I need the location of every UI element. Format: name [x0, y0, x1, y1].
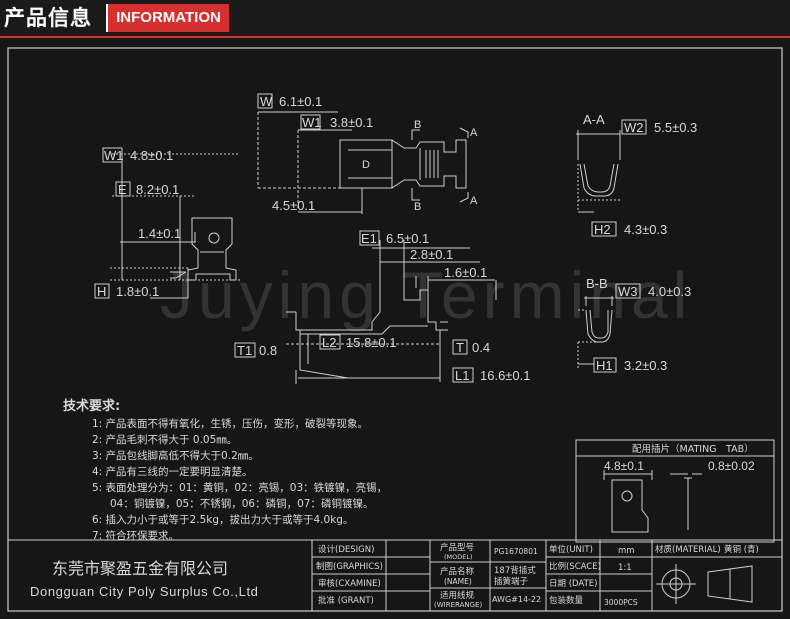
dim-e-left-letter: E [118, 182, 127, 197]
section-aa [576, 130, 621, 213]
tech-item-3: 3: 产品包线脚高低不得大于0.2㎜。 [92, 449, 259, 462]
dim-h-left-letter: H [97, 284, 106, 299]
dim-2-8: 2.8±0.1 [410, 247, 453, 262]
mating-tab-title: 配用插片（MATING TAB） [632, 443, 754, 455]
dim-l2-letter: L2 [322, 335, 336, 350]
mating-tab-thickness: 0.8±0.02 [708, 459, 755, 473]
tb-examine: 审核(CXAMINE) [318, 578, 381, 589]
page-title-cn: 产品信息 [4, 6, 92, 30]
section-aa-label: A-A [583, 112, 605, 127]
dim-w3: 4.0±0.3 [648, 284, 691, 299]
tb-grant: 批准 (GRANT) [318, 595, 374, 606]
section-bb [577, 296, 614, 368]
page-title-en: INFORMATION [106, 4, 229, 32]
header-rule [0, 36, 790, 38]
dim-t1: 0.8 [259, 343, 277, 358]
tb-wire-en: (WIRERANGE) [434, 601, 482, 609]
tech-item-2: 2: 产品毛刺不得大于 0.05㎜。 [92, 433, 237, 446]
label-a-top: A [470, 127, 478, 139]
tb-wire-cn: 适用线规 [440, 590, 475, 601]
tb-scale-label: 比例(SCACE) [549, 561, 601, 572]
dim-l1-letter: L1 [455, 368, 469, 383]
dim-l1: 16.6±0.1 [480, 368, 531, 383]
tb-material-label: 材质(MATERIAL) [655, 544, 721, 555]
dim-h1-letter: H1 [596, 358, 613, 373]
company-name-en: Dongguan City Poly Surplus Co.,Ltd [30, 584, 259, 599]
tb-name-cn: 产品名称 [440, 566, 475, 577]
side-view [286, 240, 497, 384]
tech-item-7: 7: 符合环保要求。 [92, 529, 179, 542]
top-view [257, 111, 469, 214]
section-bb-label: B-B [586, 276, 608, 291]
dim-h2-letter: H2 [594, 222, 611, 237]
dim-t1-letter: T1 [237, 343, 252, 358]
dim-h1: 3.2±0.3 [624, 358, 667, 373]
dim-4-5: 4.5±0.1 [272, 198, 315, 213]
dim-e1: 6.5±0.1 [386, 231, 429, 246]
tb-graphics: 制图(GRAPHICS) [316, 561, 383, 572]
label-b-top: B [414, 119, 421, 131]
tb-scale-value: 1:1 [618, 563, 632, 573]
dim-l2: 15.8±0.1 [346, 335, 397, 350]
dim-w1-left-letter: W1 [104, 148, 124, 163]
dim-w1-inner: 3.8±0.1 [330, 115, 373, 130]
label-a-bottom: A [470, 195, 478, 207]
dim-w-top: 6.1±0.1 [279, 94, 322, 109]
tb-unit-value: mm [618, 546, 635, 556]
dim-w-letter: W [260, 94, 273, 109]
tb-pack-value: 3000PCS [604, 598, 638, 607]
dim-1-6: 1.6±0.1 [444, 265, 487, 280]
tech-item-4: 4: 产品有三线的一定要明显清楚。 [92, 465, 253, 478]
watermark-text: Juying Terminal [160, 258, 692, 332]
dim-e1-letter: E1 [361, 231, 377, 246]
dim-w2-letter: W2 [624, 120, 644, 135]
tb-name-en: (NAME) [444, 577, 472, 586]
label-d: D [362, 159, 370, 171]
tb-date-label: 日期 (DATE) [549, 579, 597, 589]
dim-w1-inner-letter: W1 [302, 115, 322, 130]
tech-item-5: 5: 表面处理分为：01：黄铜，02：亮锡，03：铁镀镍，亮锡， [92, 481, 387, 494]
tech-heading: 技术要求: [63, 398, 120, 414]
tech-item-5b: 04：铜镀镍，05：不锈钢，06：磷铜，07：磷铜镀镍。 [110, 497, 373, 510]
drawing-frame [7, 47, 783, 612]
dim-h-left: 1.8±0.1 [116, 284, 159, 299]
dim-w2: 5.5±0.3 [654, 120, 697, 135]
dim-w3-letter: W3 [618, 284, 638, 299]
tb-model-en: (MODEL) [444, 553, 473, 561]
dim-h2: 4.3±0.3 [624, 222, 667, 237]
dim-t-letter: T [456, 340, 464, 355]
title-block-grid [8, 539, 782, 611]
tb-wire-value: AWG#14-22 [492, 595, 541, 604]
tb-design: 设计(DESIGN) [318, 544, 374, 555]
mating-tab-width: 4.8±0.1 [604, 459, 644, 473]
dim-t: 0.4 [472, 340, 490, 355]
dim-w1-left: 4.8±0.1 [130, 148, 173, 163]
tb-model-cn: 产品型号 [440, 542, 474, 553]
dim-1-4: 1.4±0.1 [138, 226, 181, 241]
mating-tab-box [575, 439, 775, 543]
label-b-bottom: B [414, 201, 421, 213]
tb-material-value: 黄铜 (青) [724, 544, 759, 555]
header-bar: 产品信息 INFORMATION [0, 0, 790, 38]
tb-name-value2: 插簧端子 [494, 576, 529, 587]
end-view-left [110, 153, 240, 299]
tech-item-1: 1: 产品表面不得有氧化，生锈，压伤，变形，破裂等现象。 [92, 417, 368, 430]
tech-item-6: 6: 插入力小于或等于2.5kg，拔出力大于或等于4.0kg。 [92, 513, 353, 526]
dim-e-left: 8.2±0.1 [136, 182, 179, 197]
tb-unit-label: 单位(UNIT) [549, 544, 593, 555]
company-name-cn: 东莞市聚盈五金有限公司 [52, 559, 228, 578]
tb-pack-label: 包装数量 [549, 595, 584, 606]
tb-model-value: PG1670801 [494, 547, 538, 556]
tb-name-value1: 187背插式 [494, 565, 536, 576]
